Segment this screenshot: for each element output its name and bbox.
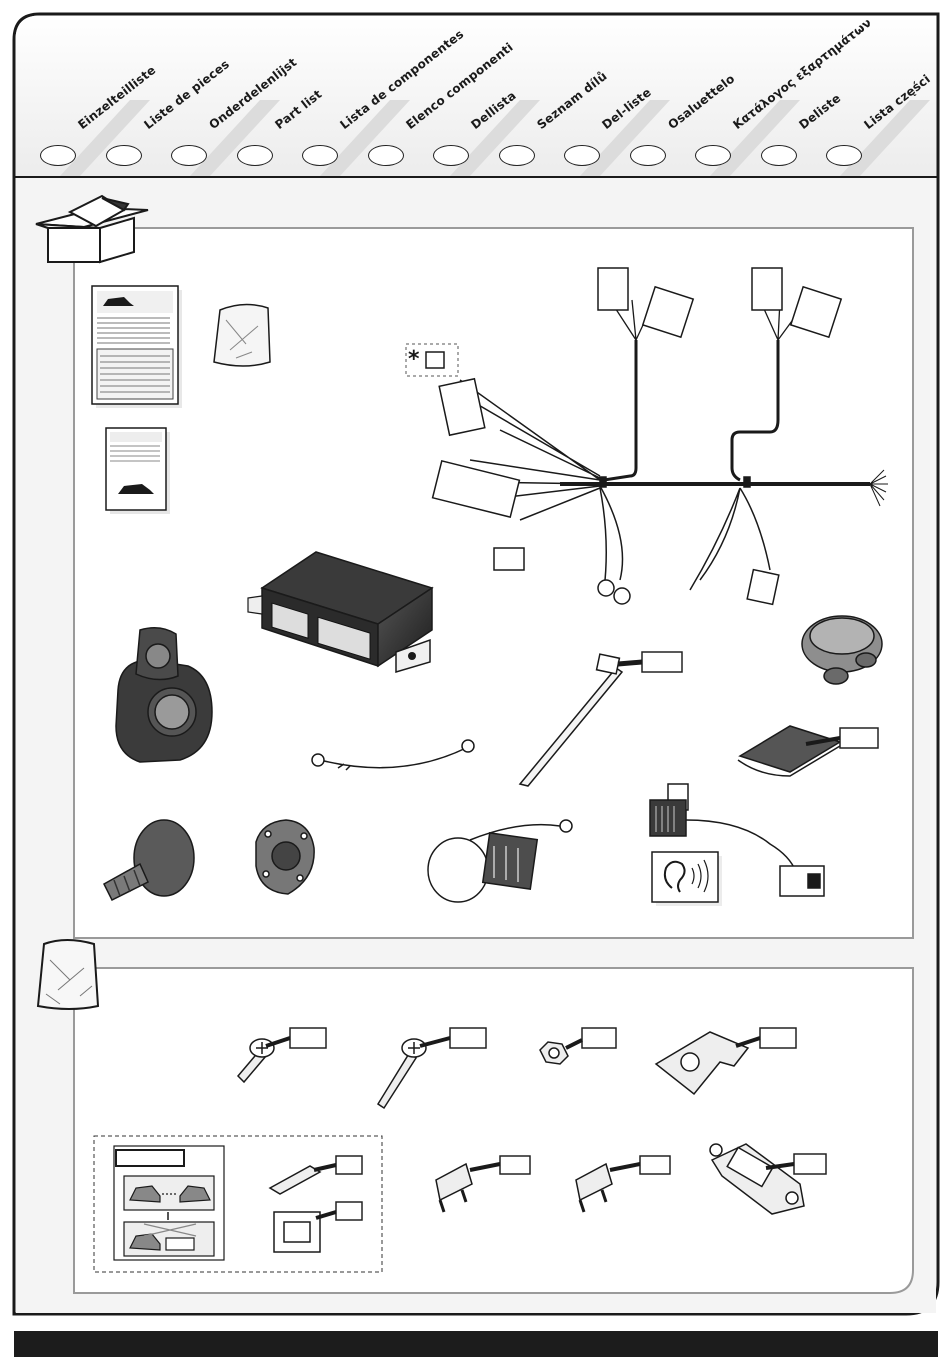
- adhesive-pad-qty-box: [840, 728, 878, 748]
- two-pin-connector-icon: [274, 1212, 320, 1252]
- language-option-12[interactable]: [826, 145, 862, 166]
- language-option-7[interactable]: [499, 145, 535, 166]
- asterisk-mark: *: [408, 347, 420, 372]
- parking-sensor-note-icon: [114, 1146, 224, 1260]
- hardware-bag-icon: [38, 940, 98, 1009]
- cable-tie-qty-box: [642, 652, 682, 672]
- language-option-11[interactable]: [761, 145, 797, 166]
- spare-bag-icon: [214, 304, 270, 366]
- language-option-9[interactable]: [630, 145, 666, 166]
- language-option-3[interactable]: [237, 145, 273, 166]
- instruction-sheet-icon: [106, 428, 170, 514]
- language-option-8[interactable]: [564, 145, 600, 166]
- footer-bar: [14, 1331, 938, 1357]
- language-option-5[interactable]: [368, 145, 404, 166]
- language-option-6[interactable]: [433, 145, 469, 166]
- language-option-1[interactable]: [106, 145, 142, 166]
- installation-manual-icon: [92, 286, 182, 408]
- language-option-4[interactable]: [302, 145, 338, 166]
- ear-sound-icon: [652, 852, 722, 906]
- language-option-0[interactable]: [40, 145, 76, 166]
- language-option-2[interactable]: [171, 145, 207, 166]
- language-option-10[interactable]: [695, 145, 731, 166]
